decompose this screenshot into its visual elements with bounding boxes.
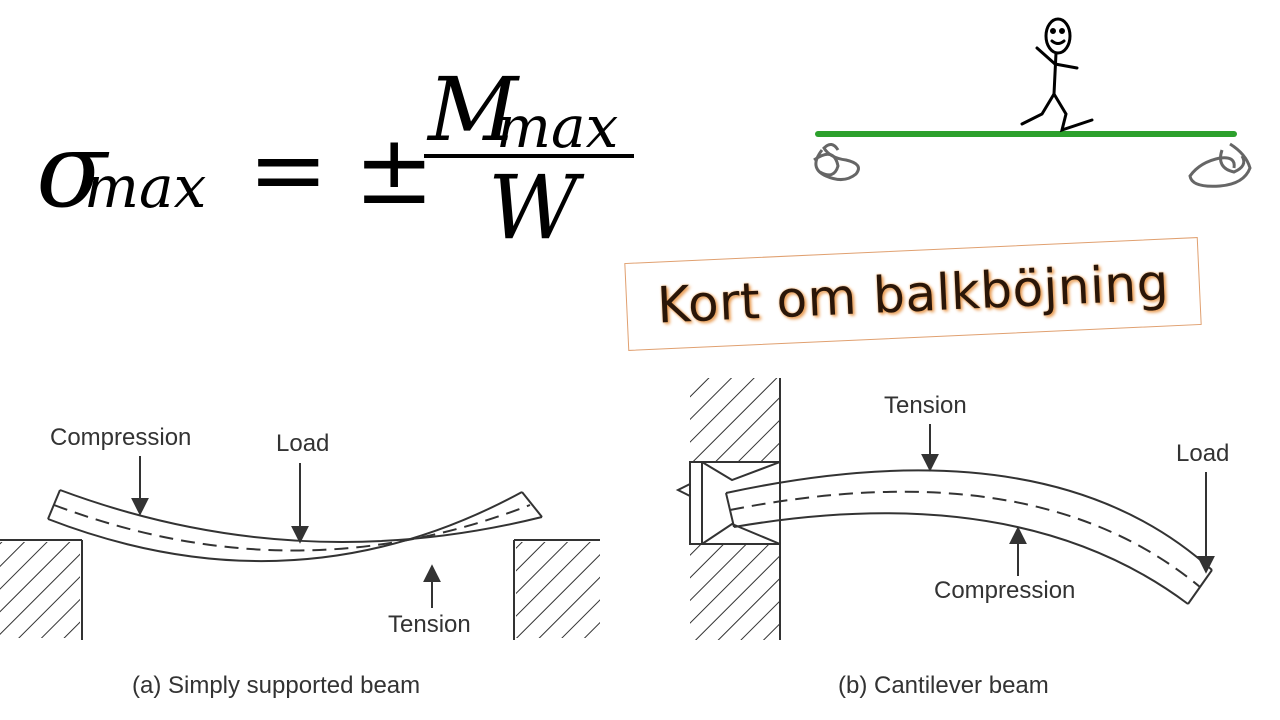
sigma-subscript: max	[84, 153, 207, 221]
right-support-scribble	[1188, 142, 1252, 188]
tension-label-a: Tension	[388, 611, 471, 638]
stick-figure	[1020, 17, 1094, 133]
load-label-a: Load	[276, 430, 329, 457]
equals-sign: =	[248, 114, 329, 226]
numerator-subscript: max	[496, 93, 619, 161]
numerator-symbol: M	[428, 58, 519, 161]
compression-label-a: Compression	[50, 424, 191, 451]
left-hatched-support	[0, 542, 80, 638]
plus-minus-sign: ±	[354, 114, 435, 226]
right-hatched-support	[516, 542, 600, 638]
stick-figure-head	[1044, 17, 1072, 55]
left-support-scribble	[813, 143, 860, 181]
caption-b: (b) Cantilever beam	[838, 672, 1049, 699]
fraction-bar	[424, 154, 634, 158]
caption-a: (a) Simply supported beam	[132, 672, 420, 699]
tension-label-b: Tension	[884, 392, 967, 419]
wall-clamp	[689, 461, 781, 545]
denominator-symbol: W	[488, 156, 579, 259]
bent-beam-a	[47, 489, 543, 563]
stick-figure-illustration	[813, 17, 1252, 188]
bending-stress-formula: σ max = ± M max W	[36, 60, 646, 260]
simply-supported-beam-diagram: Compression Load Tension (a) Simply supp…	[0, 424, 600, 699]
compression-label-b: Compression	[934, 577, 1075, 604]
bent-beam-b	[725, 469, 1213, 605]
sigma-symbol: σ	[36, 109, 107, 231]
load-label-b: Load	[1176, 440, 1229, 467]
cantilever-beam-diagram: Tension Compression Load (b) Cantilever …	[675, 378, 1229, 699]
